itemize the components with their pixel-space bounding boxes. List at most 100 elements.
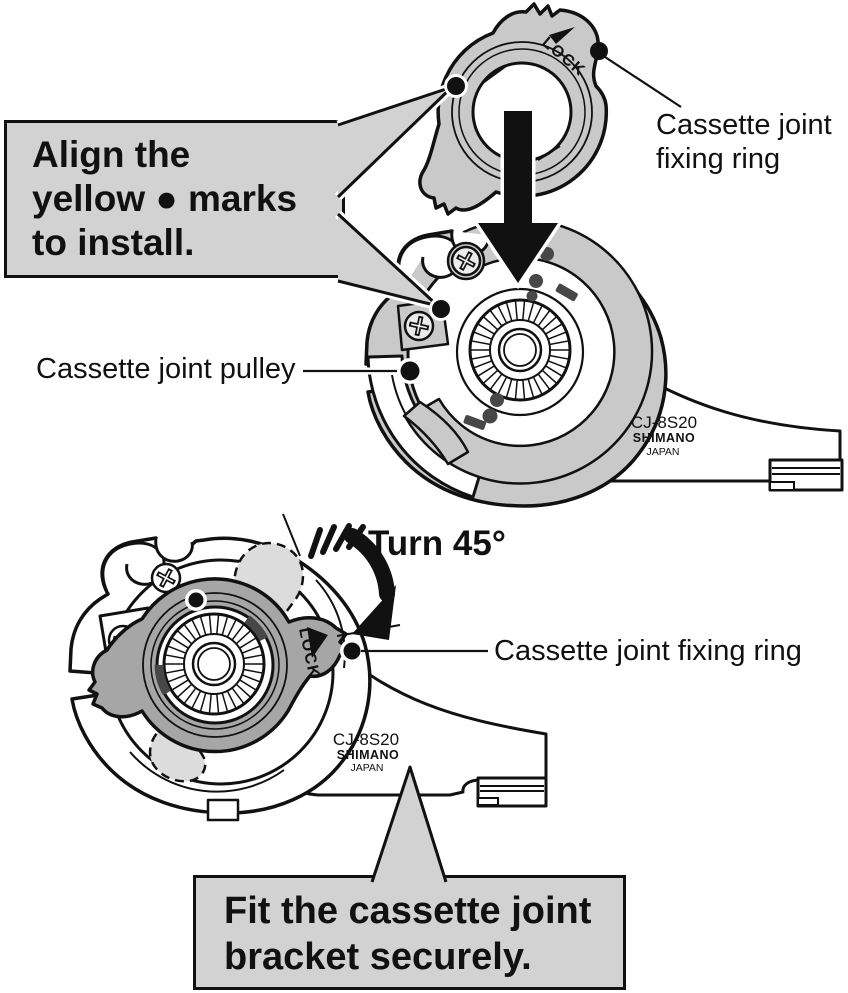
callout-line: Fit the cassette joint [224, 890, 592, 932]
spline-tooth-line [226, 690, 237, 710]
spline-tooth-line [547, 331, 567, 340]
spline-tooth-line [199, 615, 207, 636]
bayonet-tab [244, 615, 269, 642]
callout-line: bracket securely. [224, 936, 532, 978]
install-down-arrow-icon [471, 107, 565, 290]
callout-line: Align the [32, 134, 191, 175]
leader-dot [343, 642, 361, 660]
leader-line [604, 56, 682, 108]
cable-guide-ring [404, 218, 654, 485]
spline-tooth-line [235, 629, 252, 645]
spline-tooth-line [191, 690, 202, 710]
callout-line: to install. [32, 222, 195, 263]
label-fixing-ring-top: Cassette joint fixing ring [656, 109, 832, 175]
bracket-connector [476, 776, 548, 808]
alignment-mark-dot [482, 408, 498, 424]
spline-tooth-line [545, 323, 563, 335]
alignment-mark-dot [188, 592, 204, 608]
turn-arrow [308, 523, 396, 640]
callout-fit-bracket: Fit the cassette joint bracket securely. [193, 875, 626, 990]
spline-tooth-line [497, 376, 508, 396]
spline-tooth-line [473, 331, 493, 340]
bayonet-tab [463, 415, 487, 430]
spline-tooth-line [221, 692, 229, 713]
spline-tooth-line [527, 301, 535, 322]
spline-tooth-line [243, 654, 264, 660]
spline-tooth-line [470, 354, 491, 360]
spline-tooth-line [226, 618, 237, 638]
ring-ghost-position [148, 726, 207, 783]
spline-tooth-line [505, 301, 513, 322]
spline-tooth-line [527, 378, 535, 399]
spline-tooth-line [541, 369, 558, 385]
spline-tooth-line [171, 679, 189, 691]
spline-tooth-line [522, 300, 526, 321]
spline-tooth-line [505, 378, 513, 399]
spline-tooth-line [171, 637, 189, 649]
splined-hub [162, 612, 266, 716]
spline-tooth-line [231, 687, 245, 705]
model-marking: CJ-8S20 [333, 730, 399, 749]
spline-tooth-line [241, 674, 261, 683]
spline-tooth-line [489, 309, 503, 327]
hook-cutout-2 [154, 537, 194, 563]
bracket-connector [768, 458, 844, 492]
body-tab [206, 798, 240, 822]
bayonet-seat [455, 287, 585, 417]
spline-tooth-line [208, 614, 212, 635]
spline-tooth-line [473, 360, 493, 369]
spline-tooth-line [176, 629, 193, 645]
spline-tooth-line [239, 679, 257, 691]
spline-tooth-line [541, 315, 558, 331]
spline-tooth-line [532, 304, 543, 324]
turn-arrowhead-icon [352, 585, 396, 640]
spline-tooth-line [514, 300, 518, 321]
bayonet-tab [555, 283, 578, 302]
fixing-screw [450, 245, 482, 277]
splined-hub [468, 298, 572, 402]
spline-tooth-line [522, 379, 526, 400]
spline-tooth-line [167, 645, 187, 654]
spline-tooth-line [191, 618, 202, 638]
spline-tooth-line [199, 692, 207, 713]
spline-tooth-line [482, 315, 499, 331]
spline-tooth-line [537, 373, 551, 391]
figure-install: LOCK CJ-8S20 SHIMANO JAPAN [303, 2, 844, 508]
spline-tooth-line [477, 365, 495, 377]
spline-tooth-line [216, 693, 220, 714]
spline-tooth-line [482, 369, 499, 385]
spline-tooth-line [514, 379, 518, 400]
spline-tooth-line [489, 373, 503, 391]
country-marking: JAPAN [646, 446, 679, 458]
label-cassette-joint-pulley: Cassette joint pulley [36, 353, 296, 385]
spline-tooth-line [477, 323, 495, 335]
brand-marking: SHIMANO [633, 431, 696, 445]
pointer-line [336, 624, 401, 637]
leader-dot [400, 361, 420, 381]
spline-tooth-line [470, 340, 491, 346]
country-marking: JAPAN [350, 762, 383, 774]
label-fixing-ring-bottom: Cassette joint fixing ring [494, 635, 802, 667]
spline-tooth-line [549, 354, 570, 360]
callout-line: yellow ● marks [32, 178, 298, 219]
model-marking: CJ-8S20 [631, 413, 697, 432]
spline-tooth-line [243, 668, 264, 674]
spline-tooth-line [497, 304, 508, 324]
spline-tooth-line [167, 674, 187, 683]
spline-tooth-line [532, 376, 543, 396]
spline-tooth-line [183, 687, 197, 705]
spline-tooth-line [241, 645, 261, 654]
label-turn-instruction: Turn 45° [368, 524, 506, 563]
alignment-mark-dot [526, 290, 538, 302]
spline-tooth-line [545, 365, 563, 377]
spline-tooth-line [547, 360, 567, 369]
spline-tooth-line [176, 683, 193, 699]
alignment-mark-dot [529, 274, 543, 288]
spline-tooth-line [537, 309, 551, 327]
figure-turn: LOCK CJ-8S20 [68, 513, 548, 822]
spline-tooth-line [235, 683, 252, 699]
alignment-marks-pulley [482, 247, 554, 424]
fixing-screw [403, 310, 435, 342]
